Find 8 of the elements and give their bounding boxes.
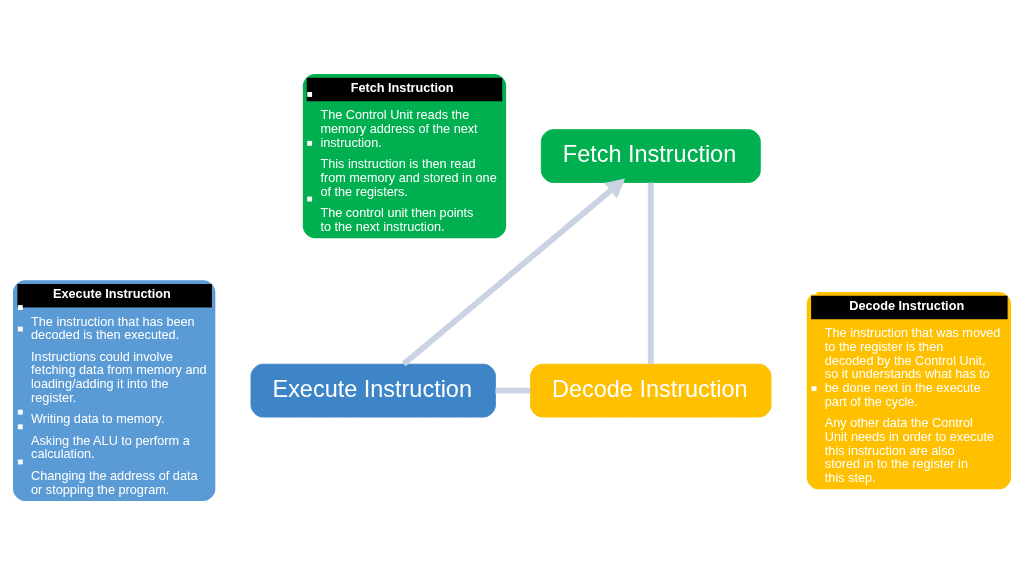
node-box: Fetch Instruction — [540, 129, 761, 183]
connector — [495, 387, 531, 394]
node-box: Execute Instruction — [250, 363, 496, 418]
node-box: Execute Instruction The instruction that has been decoded is then executed. Instructions could involve fetching data from memory and loading/adding it into the register. Writing data to memory. Asking the ALU to perform a calculation. Changing the address of data or stopping the program. — [12, 280, 216, 502]
arrow — [401, 178, 626, 367]
node-box: Fetch Instruction The Control Unit reads the memory address of the next instruction. This instruction is then read from memory and stored in one of the registers. The control unit then points to the next instruction. — [302, 73, 507, 239]
connector — [647, 182, 654, 365]
node-box: Decode Instruction — [530, 363, 772, 418]
